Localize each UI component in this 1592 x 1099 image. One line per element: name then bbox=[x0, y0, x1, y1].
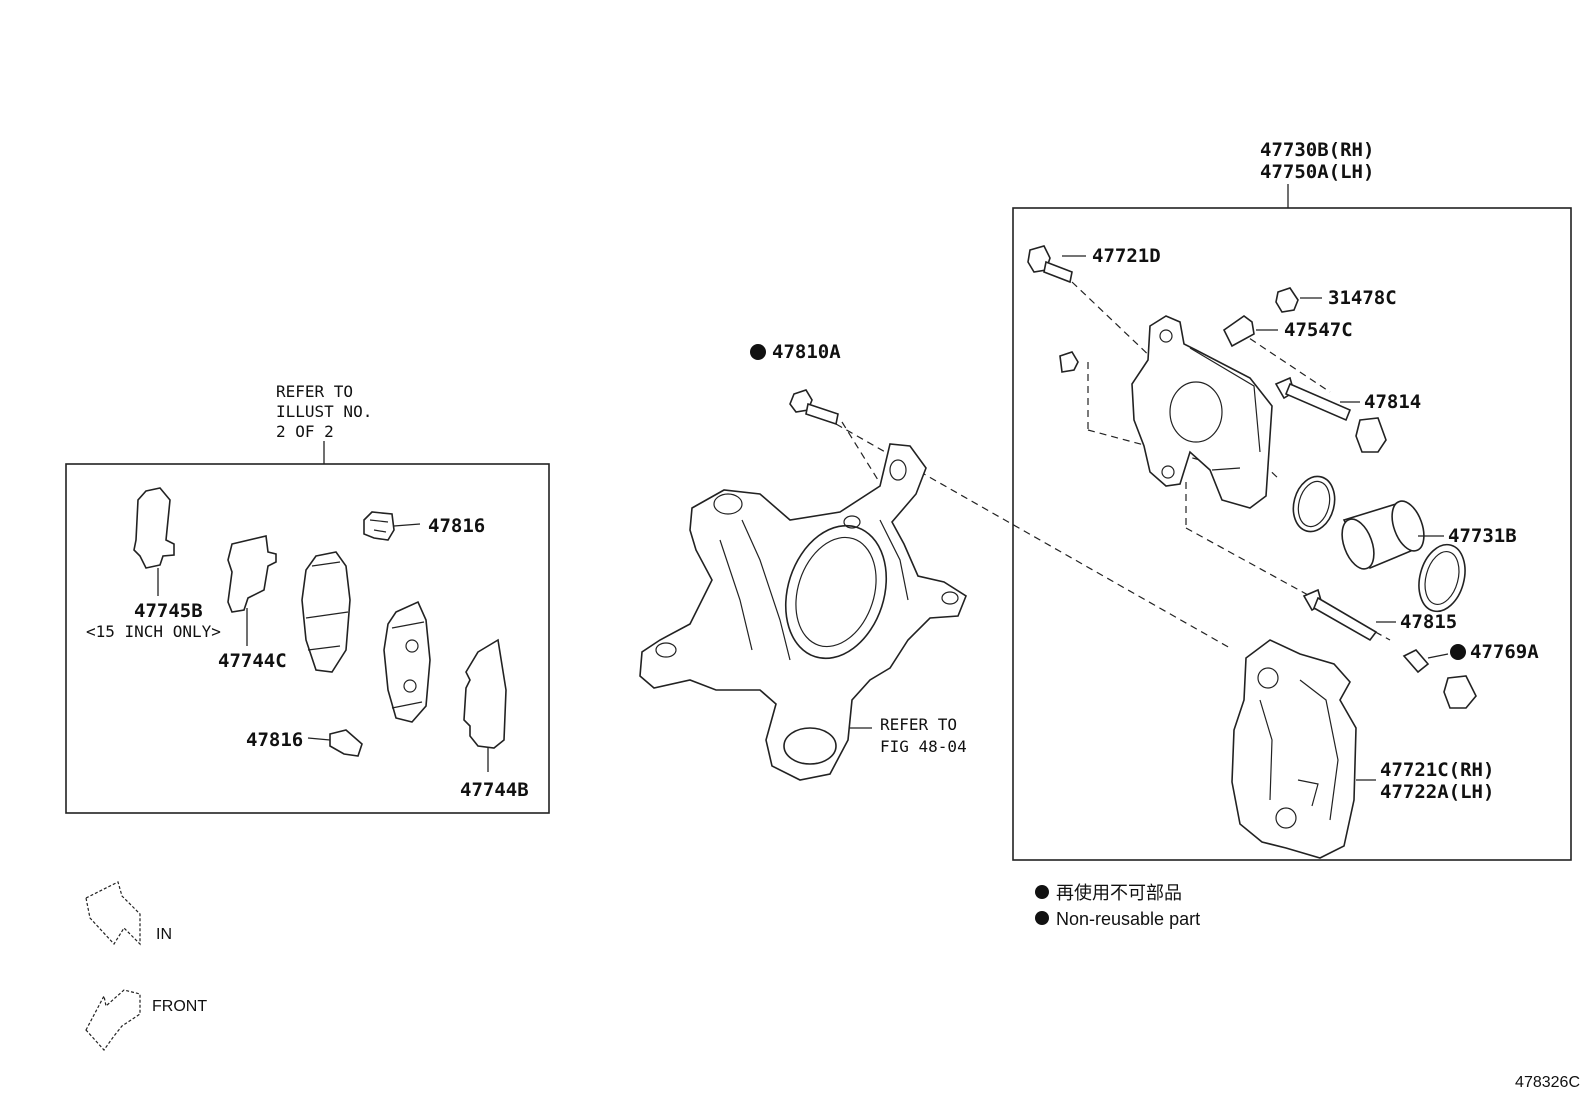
knuckle-group: 47810A REFER TO FIG 48-04 bbox=[639, 341, 1231, 781]
callout-47744C: 47744C bbox=[218, 650, 287, 672]
pads-refer-line1: REFER TO bbox=[276, 382, 353, 401]
front-arrow-icon bbox=[85, 989, 141, 1051]
clip-47816-bottom bbox=[329, 729, 363, 757]
brake-pad-outer bbox=[383, 600, 431, 723]
caliper-body bbox=[1131, 315, 1273, 509]
callout-47744B: 47744B bbox=[460, 779, 529, 801]
legend: 再使用不可部品 Non-reusable part bbox=[1035, 883, 1200, 929]
in-label: IN bbox=[156, 926, 172, 943]
bushing-47769A bbox=[1402, 649, 1430, 674]
legend-mark-jp bbox=[1035, 885, 1049, 899]
callout-47721D: 47721D bbox=[1092, 245, 1161, 267]
callout-47745B: 47745B bbox=[134, 600, 203, 622]
figure-number: 478326C bbox=[1515, 1074, 1580, 1091]
piston-boot bbox=[1418, 543, 1466, 613]
callout-47769A: 47769A bbox=[1470, 641, 1539, 663]
callout-47814: 47814 bbox=[1364, 391, 1421, 413]
lower-ball-joint-bore bbox=[783, 727, 837, 765]
clip-47816-top bbox=[363, 511, 395, 541]
callout-47731B: 47731B bbox=[1448, 525, 1517, 547]
bleeder-cap-31478C bbox=[1275, 287, 1299, 313]
callout-47745B-note: <15 INCH ONLY> bbox=[86, 622, 221, 641]
knuckle-refer-line2: FIG 48-04 bbox=[880, 737, 967, 756]
callout-47815: 47815 bbox=[1400, 611, 1457, 633]
pads-refer-line3: 2 OF 2 bbox=[276, 422, 334, 441]
callout-47810A: 47810A bbox=[772, 341, 841, 363]
shim-47744B bbox=[463, 638, 507, 749]
orientation-arrows: IN FRONT bbox=[85, 881, 207, 1051]
callout-mount-lh: 47722A(LH) bbox=[1380, 781, 1494, 803]
callout-47547C: 47547C bbox=[1284, 319, 1353, 341]
caliper-mounting-bracket bbox=[1231, 639, 1357, 859]
callout-31478C: 31478C bbox=[1328, 287, 1397, 309]
non-reusable-mark-47769A bbox=[1450, 644, 1466, 660]
callout-mount-rh: 47721C(RH) bbox=[1380, 759, 1494, 781]
pads-refer-line2: ILLUST NO. bbox=[276, 402, 372, 421]
brake-pad-inner bbox=[301, 551, 351, 673]
bleeder-plug-47547C bbox=[1222, 315, 1255, 348]
non-reusable-mark-47810A bbox=[750, 344, 766, 360]
caliper-title-lh: 47750A(LH) bbox=[1260, 161, 1374, 183]
caliper-box bbox=[1012, 207, 1572, 861]
caliper-title-rh: 47730B(RH) bbox=[1260, 139, 1374, 161]
pads-box bbox=[65, 463, 550, 814]
shim-47744C bbox=[227, 535, 277, 613]
legend-mark-en bbox=[1035, 911, 1049, 925]
shim-47745B bbox=[133, 487, 175, 569]
callout-47816-top: 47816 bbox=[428, 515, 485, 537]
callout-47816-bottom: 47816 bbox=[246, 729, 303, 751]
caliper-group: 47730B(RH) 47750A(LH) 47721D 31478C 4754… bbox=[1012, 139, 1572, 861]
in-arrow-icon bbox=[85, 881, 141, 946]
knuckle-refer-line1: REFER TO bbox=[880, 715, 957, 734]
legend-english: Non-reusable part bbox=[1056, 909, 1200, 929]
pin-boot-47814 bbox=[1355, 417, 1387, 453]
pads-group: REFER TO ILLUST NO. 2 OF 2 47745B <15 IN… bbox=[65, 382, 550, 814]
legend-japanese: 再使用不可部品 bbox=[1056, 883, 1182, 903]
front-label: FRONT bbox=[152, 998, 207, 1015]
